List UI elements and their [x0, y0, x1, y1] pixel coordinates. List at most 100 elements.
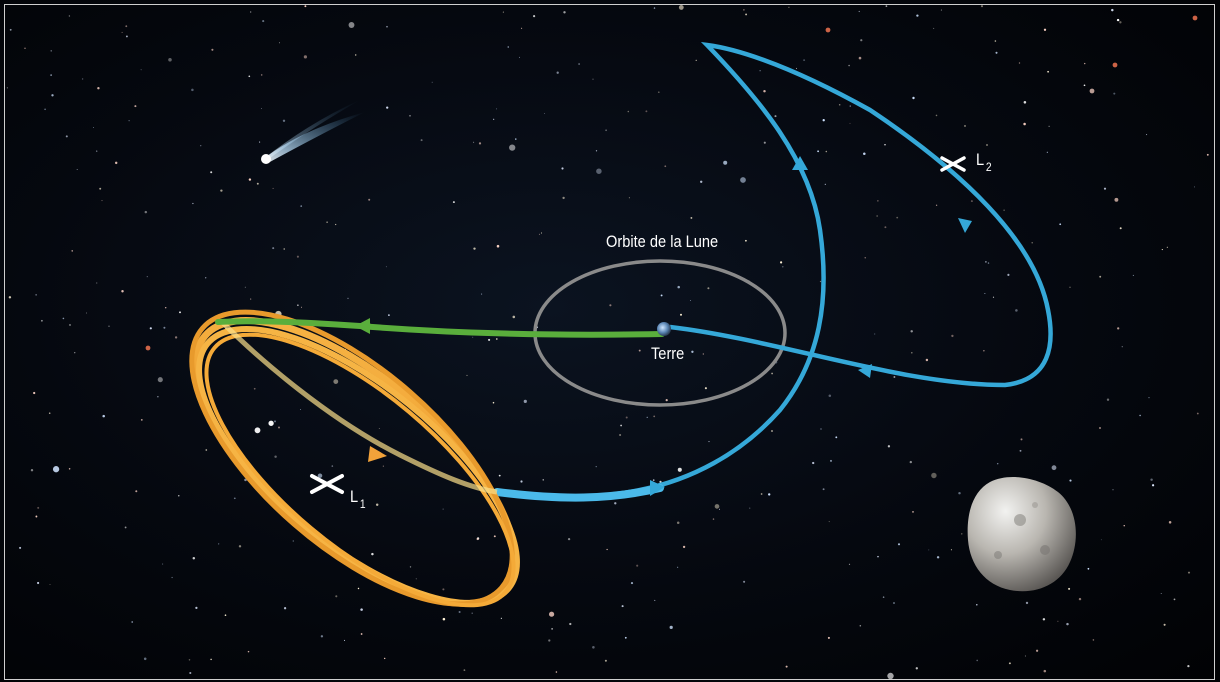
star [260, 74, 263, 76]
star [605, 129, 607, 132]
star [1019, 449, 1022, 452]
star [677, 566, 679, 568]
star [654, 599, 656, 601]
star [101, 200, 103, 202]
asteroid-icon [967, 477, 1076, 592]
star [210, 171, 213, 174]
star [163, 326, 166, 329]
star [157, 396, 159, 398]
star [596, 168, 602, 174]
star [409, 566, 412, 568]
star [283, 607, 287, 610]
star [779, 261, 783, 264]
star [1025, 601, 1029, 605]
star [828, 394, 832, 397]
star [145, 345, 151, 351]
star [210, 658, 212, 661]
star [595, 465, 597, 468]
star [368, 198, 371, 201]
star [8, 296, 12, 299]
star [624, 636, 627, 639]
star [192, 202, 194, 205]
star [887, 672, 894, 680]
star [248, 75, 251, 78]
star [897, 543, 901, 546]
star [592, 78, 594, 80]
star [6, 87, 8, 89]
star [442, 588, 445, 591]
l2-lagrange-marker-icon [940, 156, 966, 172]
star [478, 142, 482, 145]
star [162, 563, 164, 565]
star [986, 144, 988, 146]
star [1148, 397, 1150, 399]
star [1119, 227, 1122, 230]
star [822, 119, 825, 122]
star [771, 430, 773, 432]
star [420, 139, 423, 142]
star [718, 508, 721, 510]
star [885, 5, 888, 7]
star [548, 639, 551, 642]
star [488, 338, 491, 341]
star [578, 63, 581, 65]
star [378, 428, 380, 429]
star [827, 636, 830, 639]
star [125, 35, 128, 38]
star [653, 7, 656, 9]
star [690, 216, 693, 219]
star [442, 508, 444, 510]
star [877, 200, 879, 202]
star [817, 150, 820, 153]
star [250, 11, 252, 13]
star [99, 187, 102, 190]
star [858, 56, 862, 60]
star [238, 545, 242, 548]
star [1161, 249, 1163, 251]
star [563, 11, 566, 14]
star [205, 449, 208, 451]
star [1089, 88, 1095, 94]
star [343, 639, 346, 641]
star [519, 56, 521, 58]
star [983, 350, 985, 352]
star [1113, 92, 1116, 95]
star [523, 399, 527, 403]
star [520, 480, 523, 483]
star [592, 646, 595, 649]
star [848, 563, 851, 565]
star [1116, 18, 1120, 22]
star [1007, 273, 1010, 276]
star [386, 25, 388, 28]
star [931, 472, 937, 479]
star [627, 110, 630, 113]
star [936, 556, 940, 559]
star [604, 659, 607, 662]
star [1069, 286, 1071, 288]
star [1020, 438, 1023, 441]
star [1100, 539, 1102, 541]
star [191, 88, 194, 92]
star [984, 293, 986, 294]
star [68, 15, 71, 17]
star [93, 126, 95, 128]
star [828, 521, 830, 523]
star [961, 533, 963, 535]
star [556, 71, 559, 74]
star [1003, 209, 1005, 211]
star [282, 119, 286, 122]
star [37, 581, 40, 585]
star [1046, 151, 1048, 153]
star [548, 611, 555, 617]
star [44, 108, 46, 111]
star [1103, 187, 1107, 190]
star [283, 248, 285, 250]
star [743, 580, 746, 583]
star [702, 353, 704, 355]
star [304, 5, 307, 8]
star [723, 160, 728, 165]
star [1106, 398, 1110, 401]
star [987, 262, 990, 264]
